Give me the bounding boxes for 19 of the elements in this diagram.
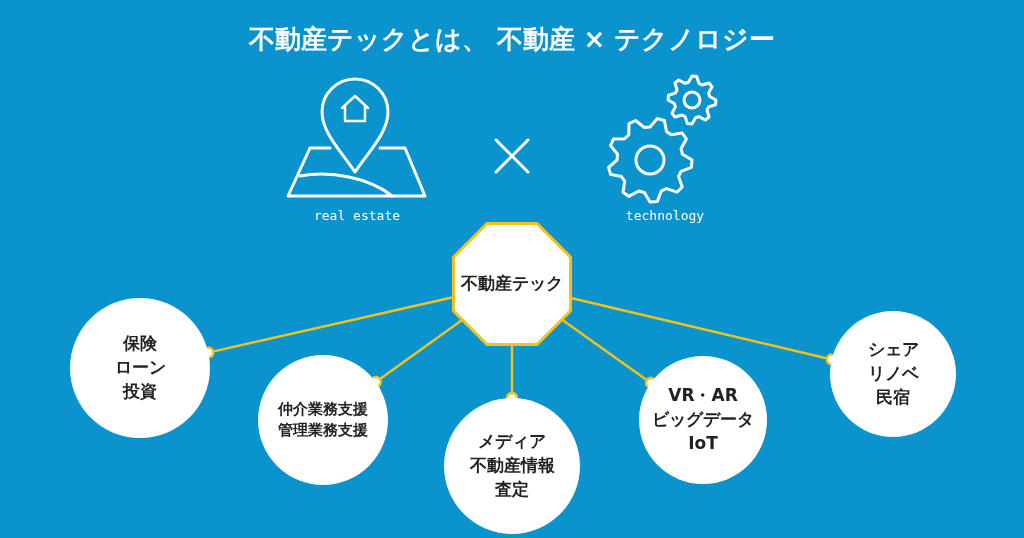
node-text: VR・AR (668, 384, 738, 408)
node-text: メディア (478, 430, 546, 454)
node-text: 保険 (123, 332, 157, 356)
icon-caption: technology (625, 208, 705, 223)
node-text: リノベ (867, 362, 919, 386)
node-text: ビッグデータ (652, 408, 754, 432)
node-text: IoT (688, 431, 718, 455)
node-text: 仲介業務支援 (278, 399, 368, 420)
icon-caption: real estate (313, 208, 401, 223)
node-text: 管理業務支援 (278, 420, 368, 441)
node-text: 不動産テック (461, 272, 563, 296)
node-text: 査定 (495, 477, 529, 501)
title: 不動産テックとは、 不動産 × テクノロジー (248, 24, 776, 54)
node-text: シェア (867, 338, 919, 362)
node-text: ローン (114, 356, 166, 380)
node-text: 不動産情報 (469, 454, 555, 478)
node-text: 民宿 (876, 385, 910, 409)
node-text: 投資 (123, 379, 157, 403)
octagon-node (452, 222, 572, 346)
